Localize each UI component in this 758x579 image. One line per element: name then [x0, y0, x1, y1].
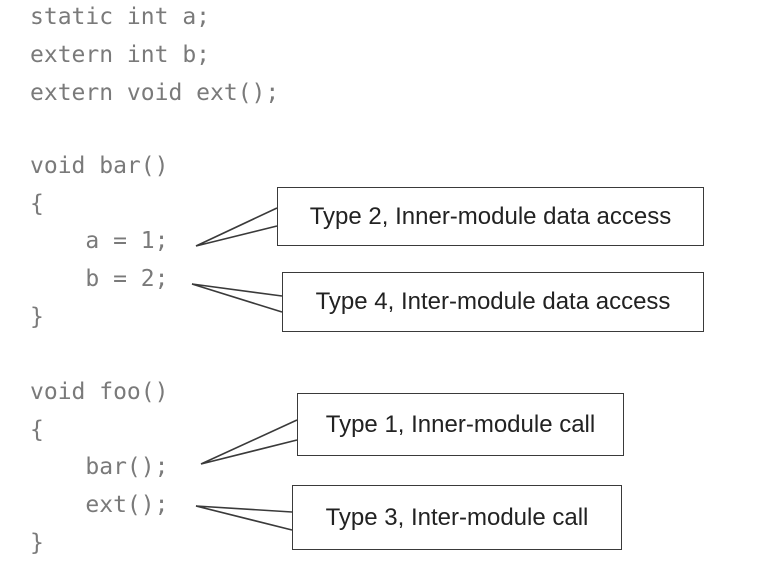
code-line-void-foo: void foo() [30, 379, 169, 405]
code-line-static-a: static int a; [30, 4, 211, 30]
callout-type-3: Type 3, Inter-module call [292, 485, 622, 550]
code-line-foo-close-brace: } [30, 530, 44, 556]
code-line-bar-open-brace: { [30, 191, 44, 217]
callout-type-4: Type 4, Inter-module data access [282, 272, 704, 332]
leader-type-3 [195, 505, 293, 531]
code-line-a-assign: a = 1; [30, 228, 169, 254]
code-line-b-assign: b = 2; [30, 266, 169, 292]
code-line-ext-call: ext(); [30, 492, 169, 518]
callout-type-1: Type 1, Inner-module call [297, 393, 624, 456]
leader-type-4 [191, 283, 283, 313]
leader-type-2 [195, 207, 278, 247]
code-line-bar-call: bar(); [30, 454, 169, 480]
code-line-foo-open-brace: { [30, 417, 44, 443]
code-line-void-bar: void bar() [30, 153, 169, 179]
code-line-extern-ext: extern void ext(); [30, 80, 280, 106]
callout-type-2: Type 2, Inner-module data access [277, 187, 704, 246]
code-line-bar-close-brace: } [30, 304, 44, 330]
leader-type-1 [200, 419, 298, 465]
code-line-extern-b: extern int b; [30, 42, 211, 68]
